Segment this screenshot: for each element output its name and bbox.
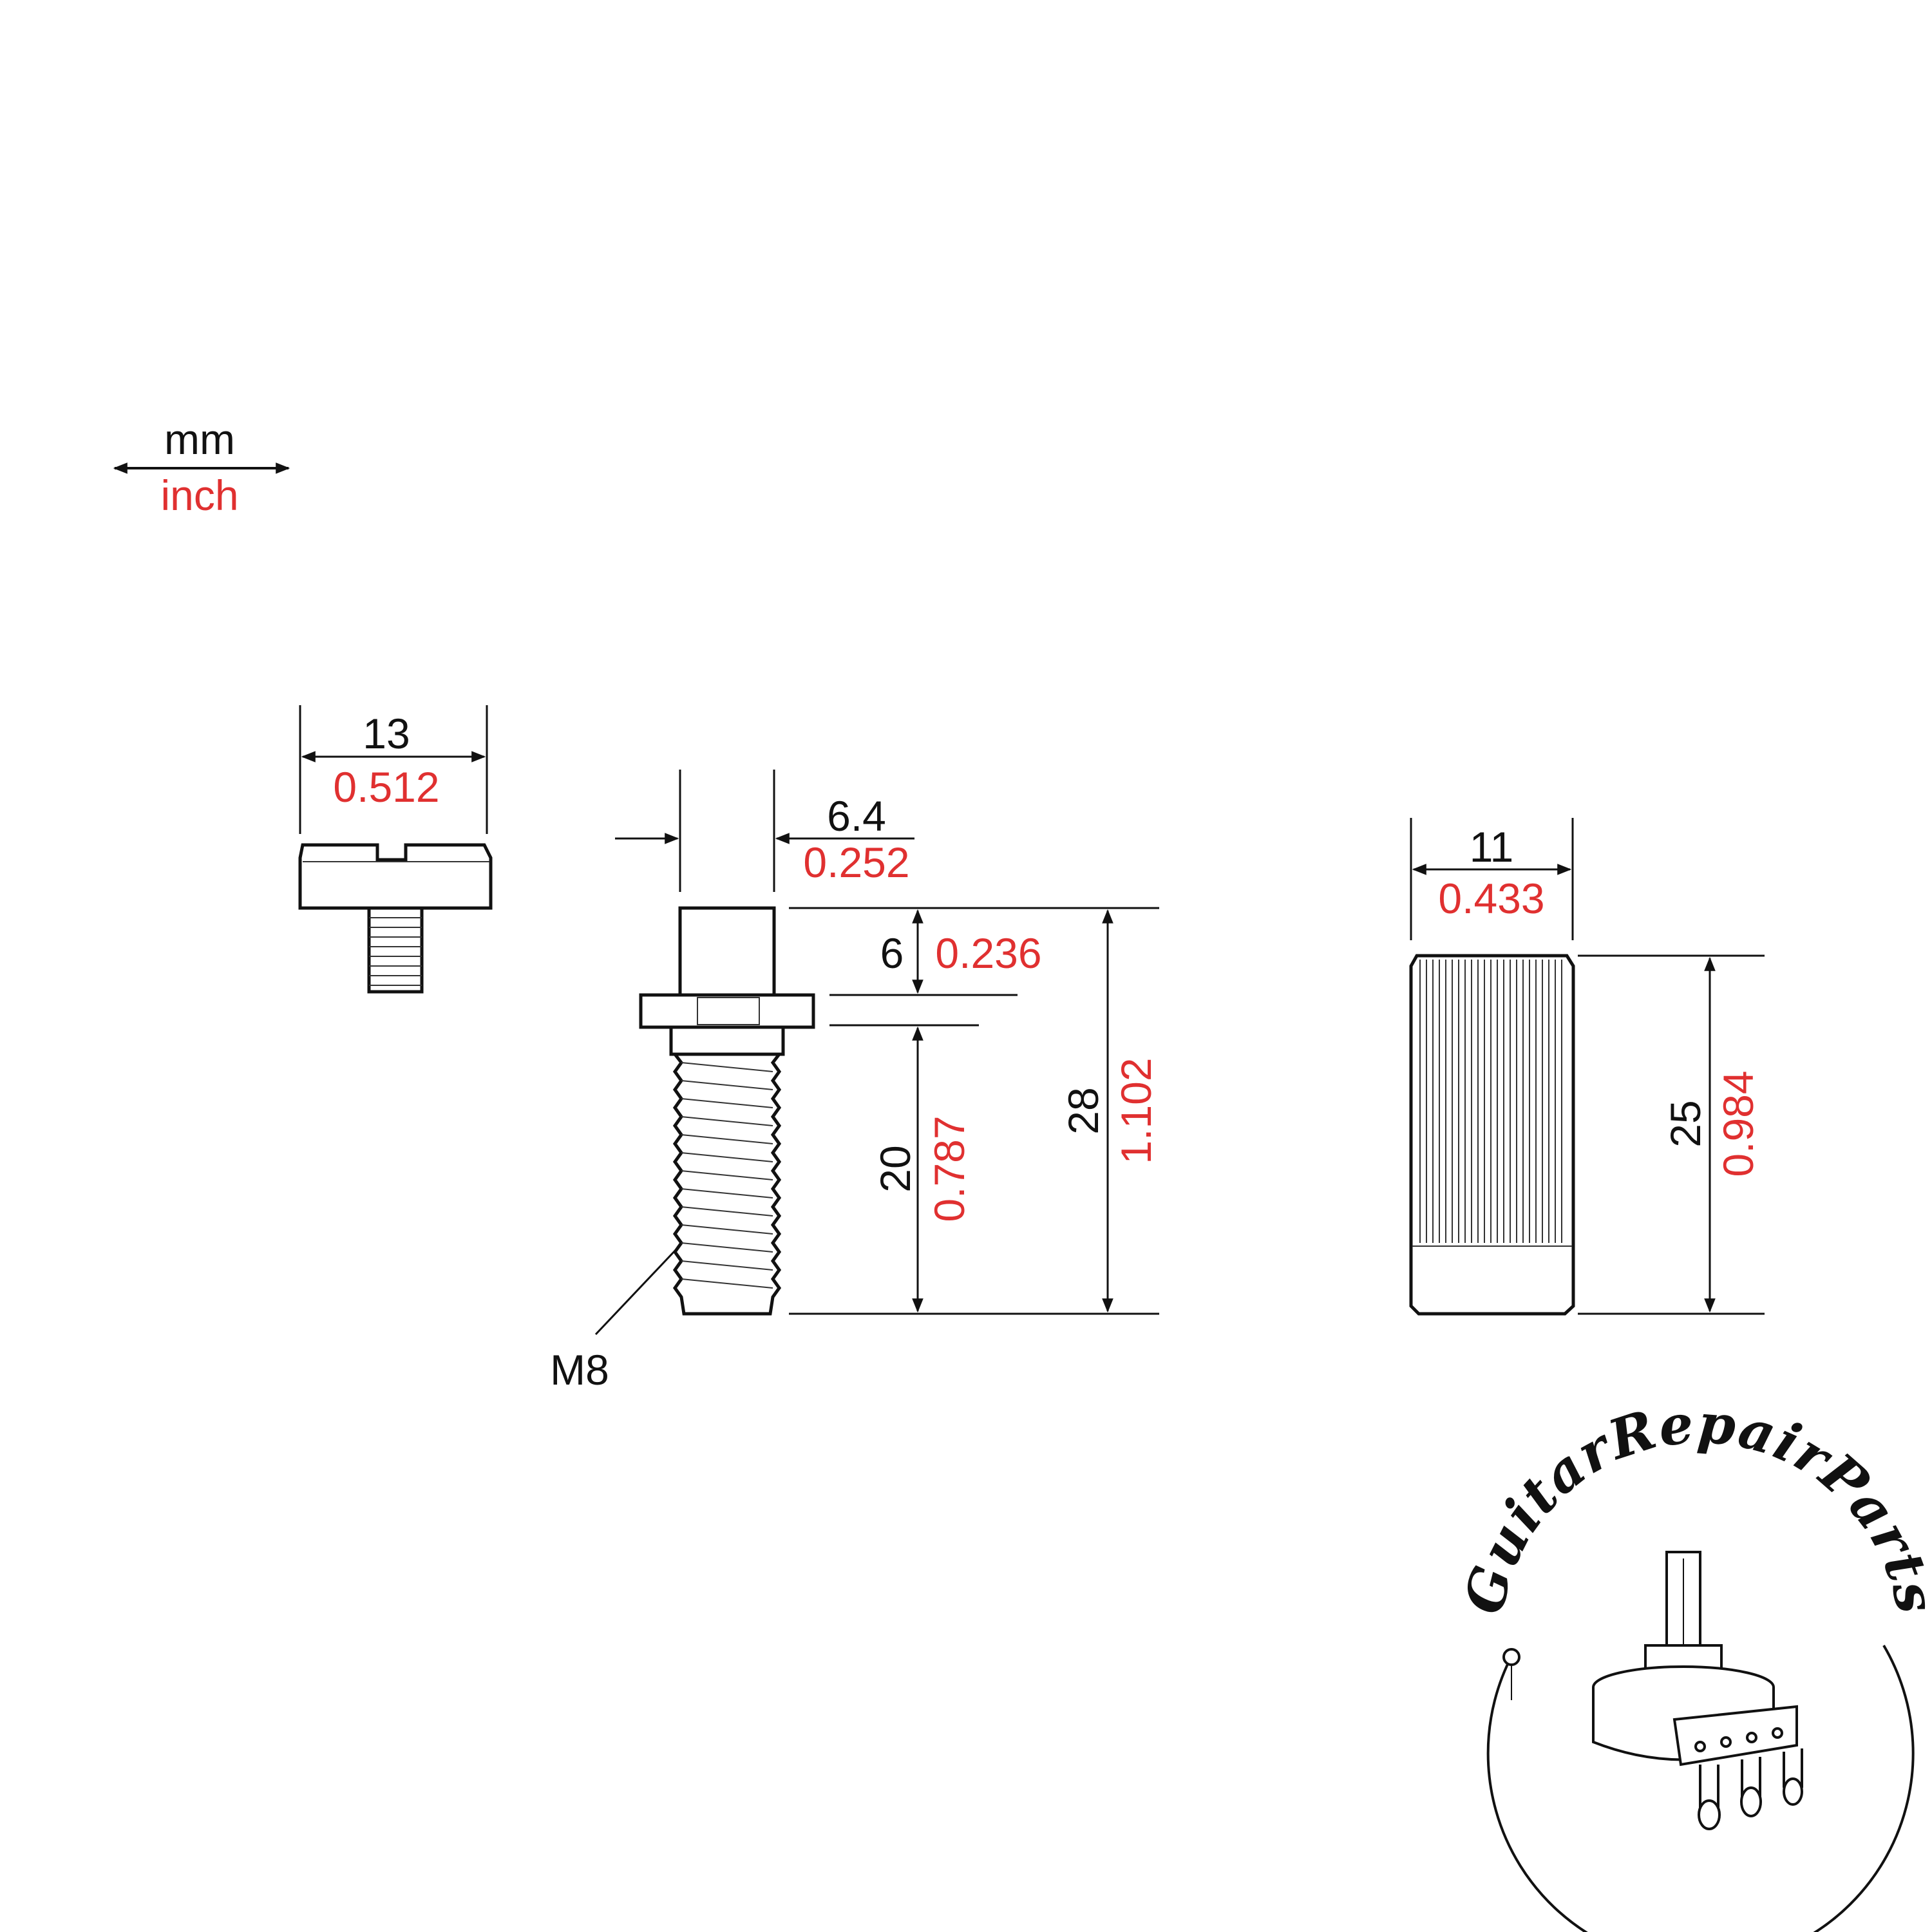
total-height-mm: 28 xyxy=(1059,1087,1107,1134)
sleeve-drawing: 11 0.433 25 0.984 xyxy=(1409,818,1765,1316)
sleeve-width-in: 0.433 xyxy=(1438,875,1544,922)
brand-logo: GuitarRepairParts xyxy=(1452,1391,1932,1932)
screw-shank xyxy=(367,906,424,994)
head-height-mm: 6 xyxy=(880,929,904,977)
thread-leader xyxy=(594,1248,677,1336)
thread-label: M8 xyxy=(550,1346,609,1394)
shaft-width-mm: 6.4 xyxy=(827,792,886,840)
post-drawing: 6.4 0.252 6 0.236 20 0.787 xyxy=(550,770,1160,1394)
screw-drawing: 13 0.512 xyxy=(298,705,493,994)
legend-inch: inch xyxy=(160,471,238,519)
potentiometer-icon xyxy=(1502,1551,1803,1830)
screw-width-in: 0.512 xyxy=(333,763,439,811)
post-flange xyxy=(639,993,815,1029)
thread-length-mm: 20 xyxy=(871,1145,919,1192)
sleeve-width-mm: 11 xyxy=(1470,823,1514,871)
sleeve-height-mm: 25 xyxy=(1662,1100,1709,1147)
screw-head xyxy=(298,843,493,910)
screw-width-mm: 13 xyxy=(363,710,410,757)
thread-length-in: 0.787 xyxy=(925,1115,973,1222)
head-height-in: 0.236 xyxy=(935,929,1041,977)
sleeve-knurling xyxy=(1412,960,1572,1247)
legend-mm: mm xyxy=(164,415,235,463)
logo-circle-outline xyxy=(1486,1644,1915,1932)
post-collar xyxy=(669,1025,785,1056)
post-thread xyxy=(671,1052,783,1316)
unit-legend: mm inch xyxy=(113,415,290,519)
post-top xyxy=(678,906,776,997)
total-height-in: 1.102 xyxy=(1112,1057,1160,1164)
shaft-width-in: 0.252 xyxy=(803,838,909,886)
sleeve-height-in: 0.984 xyxy=(1714,1070,1762,1177)
